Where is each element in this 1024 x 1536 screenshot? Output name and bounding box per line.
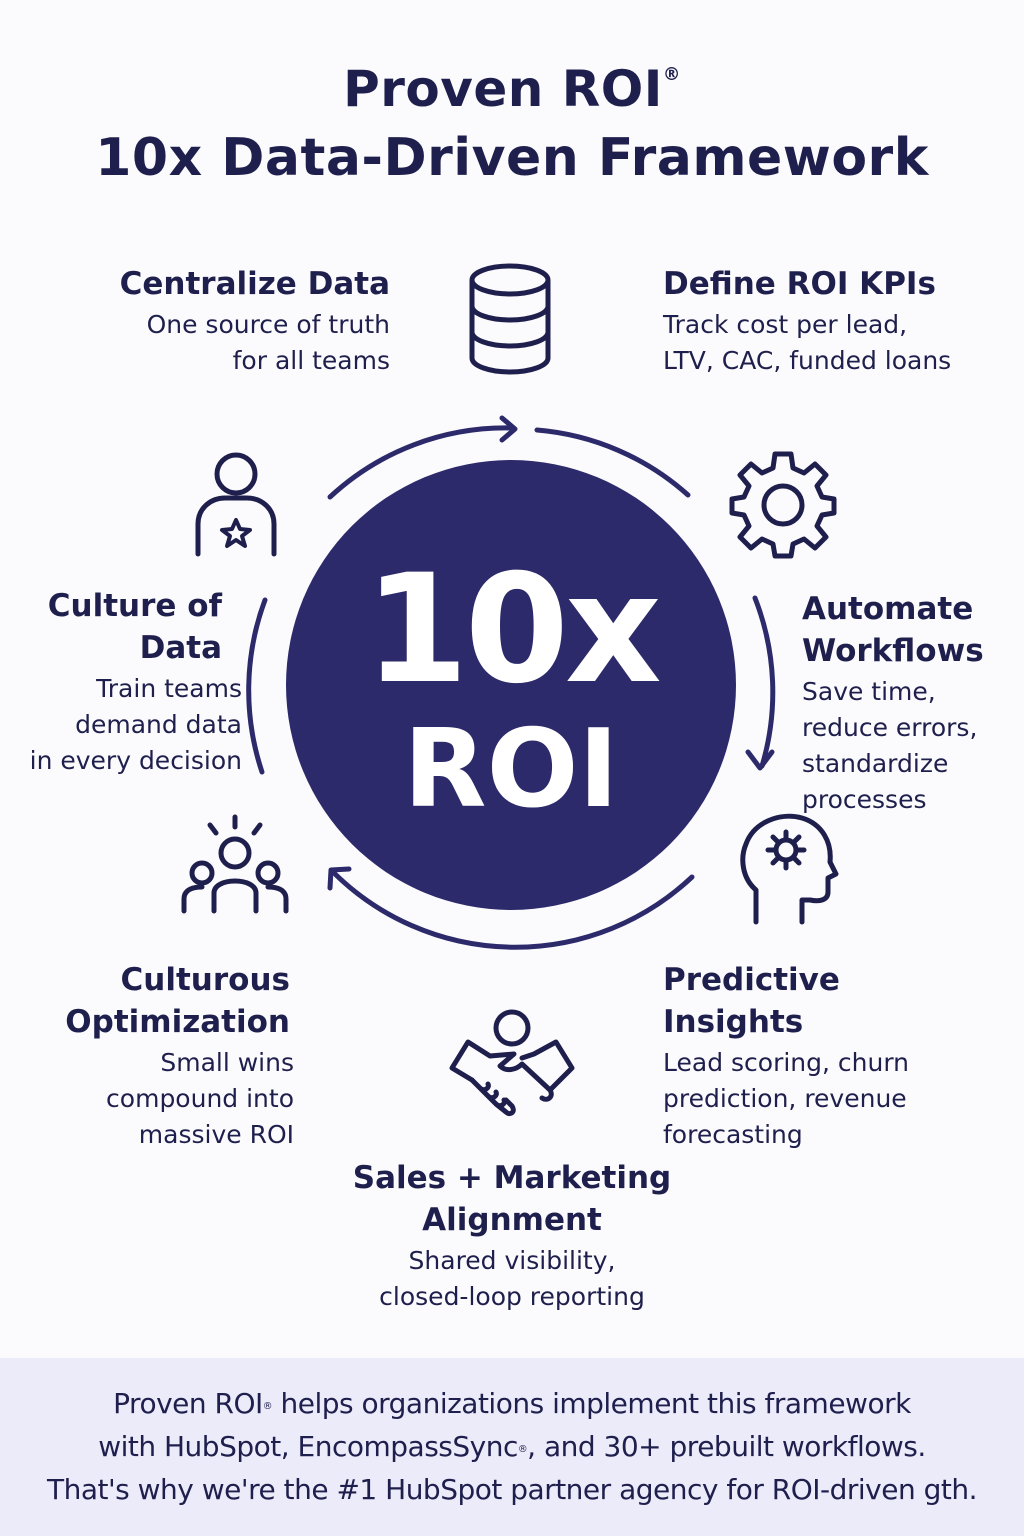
step-culture-of-data: Culture of Data Train teams demand data … <box>10 585 242 779</box>
footer-text: Proven ROI® helps organizations implemen… <box>0 1382 1024 1511</box>
step-title: Define ROI KPIs <box>663 266 936 302</box>
step-title: Sales + Marketing Alignment <box>352 1160 672 1238</box>
step-title: Culture of Data <box>47 588 222 666</box>
arc-bottom <box>330 869 695 950</box>
arc-left <box>246 597 268 775</box>
step-sales-marketing-alignment: Sales + Marketing Alignment Shared visib… <box>312 1157 712 1315</box>
step-automate-workflows: Automate Workflows Save time, reduce err… <box>802 588 1002 818</box>
step-description: Shared visibility, closed-loop reporting <box>379 1246 645 1311</box>
arrowhead-right <box>499 415 518 443</box>
arc-top-right <box>534 427 691 498</box>
gear-icon <box>729 451 837 559</box>
step-description: One source of truth for all teams <box>146 310 390 375</box>
registered-mark: ® <box>517 1443 528 1455</box>
footer-brand: Proven ROI <box>113 1387 263 1420</box>
step-title: Culturous Optimization <box>65 962 290 1040</box>
registered-mark: ® <box>262 1400 273 1412</box>
handshake-icon <box>449 1009 575 1117</box>
step-description: Save time, reduce errors, standardize pr… <box>802 677 978 814</box>
arc-right <box>752 595 776 769</box>
center-10x: 10x <box>364 543 662 717</box>
step-title: Predictive Insights <box>663 962 840 1040</box>
step-title: Automate Workflows <box>802 591 984 669</box>
footer-banner: Proven ROI® helps organizations implemen… <box>0 1358 1024 1536</box>
arc-top-left <box>327 425 515 500</box>
step-centralize-data: Centralize Data One source of truth for … <box>60 263 390 379</box>
step-description: Small wins compound into massive ROI <box>106 1048 294 1149</box>
head-gear-icon <box>740 813 839 925</box>
step-predictive-insights: Predictive Insights Lead scoring, churn … <box>663 959 993 1153</box>
database-icon <box>469 263 551 375</box>
arrowhead-left <box>327 866 352 891</box>
step-define-roi-kpis: Define ROI KPIs Track cost per lead, LTV… <box>663 263 1003 379</box>
registered-mark: ® <box>662 65 681 86</box>
team-icon <box>181 814 289 914</box>
page-title-line2: 10x Data-Driven Framework <box>95 128 929 188</box>
footer-line3: That's why we're the #1 HubSpot partner … <box>46 1473 978 1506</box>
center-roi: ROI <box>403 707 619 832</box>
step-culturous-optimization: Culturous Optimization Small wins compou… <box>30 959 294 1153</box>
footer-line2-b: , and 30+ prebuilt workflows. <box>527 1430 926 1463</box>
step-description: Track cost per lead, LTV, CAC, funded lo… <box>663 310 952 375</box>
step-description: Lead scoring, churn prediction, revenue … <box>663 1048 910 1149</box>
footer-line1: helps organizations implement this frame… <box>272 1387 911 1420</box>
title-text: Proven ROI <box>343 60 663 118</box>
arrowhead-down <box>745 749 775 771</box>
step-description: Train teams demand data in every decisio… <box>29 674 242 775</box>
person-star-icon <box>195 452 277 557</box>
roi-center-circle <box>286 460 736 910</box>
step-title: Centralize Data <box>119 266 390 302</box>
footer-line2-a: with HubSpot, EncompassSync <box>98 1430 518 1463</box>
page-title-line1: Proven ROI® <box>0 60 1024 118</box>
